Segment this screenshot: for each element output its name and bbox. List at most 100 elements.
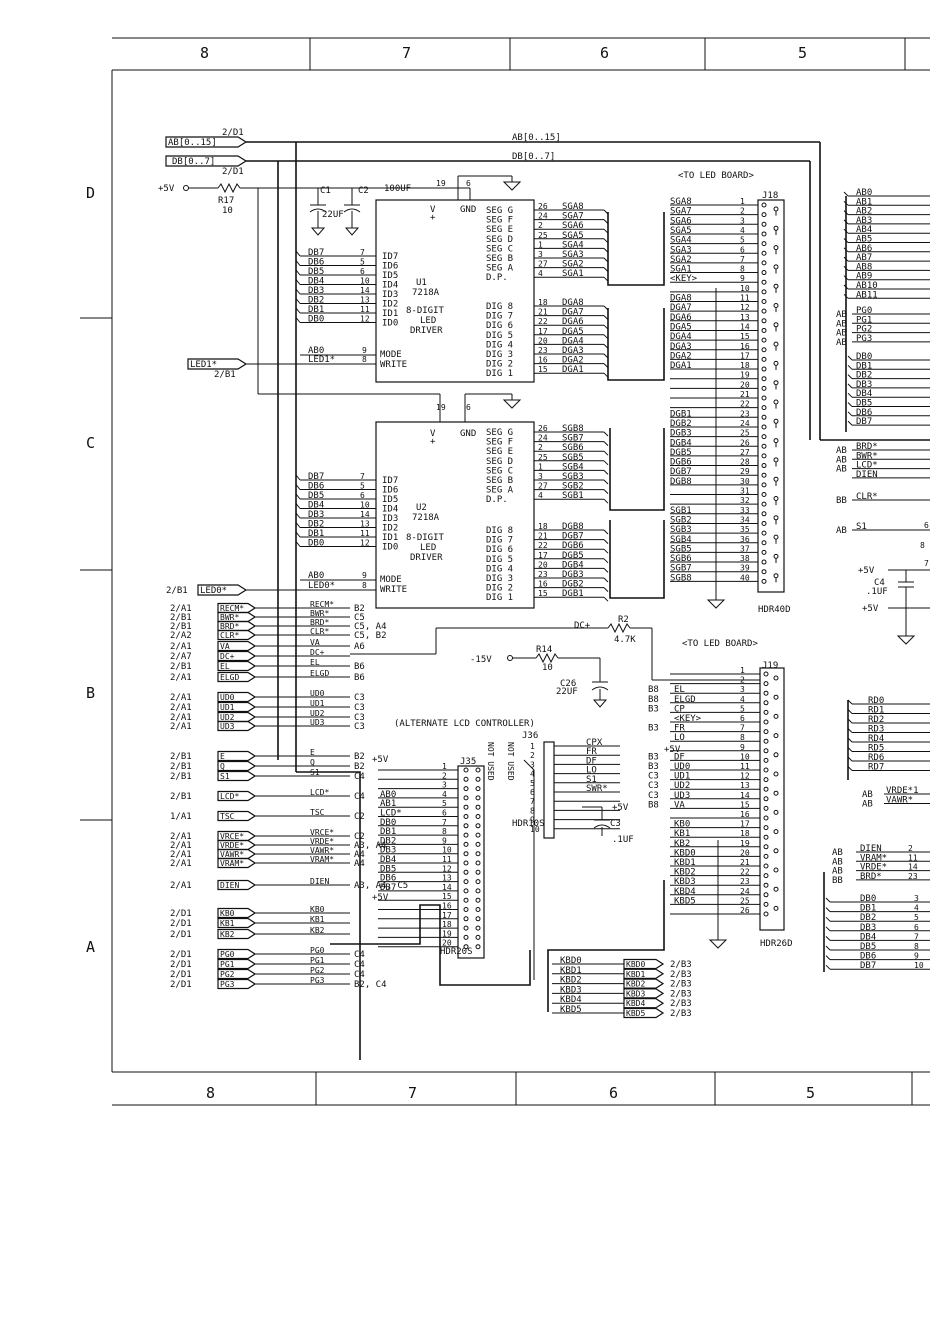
j19-ref-tag: B3 (648, 762, 659, 772)
left-signal-ref: 2/A1 (170, 859, 192, 869)
left-signal-dest: C5, B2 (354, 631, 387, 641)
right-ab-net: AB7 (856, 253, 872, 263)
j35-pin-num: 8 (442, 827, 447, 836)
u1-dig-num: 15 (538, 365, 548, 374)
left-signal-port: UD2 (220, 713, 235, 722)
zone-left-B: B (86, 684, 95, 702)
left-signal-port: EL (220, 662, 230, 671)
u1-dig-pin: DIG 6 (486, 321, 513, 331)
right-bctl-net: VRDE* (860, 863, 887, 873)
j19-pin-num: 26 (740, 906, 750, 915)
left-signal-port: KB2 (220, 930, 235, 939)
left-signal-net: BRD* (310, 618, 329, 627)
left-signal-port: S1 (220, 772, 230, 781)
j18-pin-num: 38 (740, 554, 750, 563)
u2-id-num: 5 (360, 482, 365, 491)
j19-net: KBD4 (674, 887, 696, 897)
right-bctl-num: 2 (908, 844, 913, 853)
u2-dig-net: DGB3 (562, 570, 584, 580)
u2-mode-pin: MODE (380, 575, 402, 585)
u2-seg-num: 26 (538, 424, 548, 433)
j19-pin-num: 8 (740, 733, 745, 742)
j18-net: DGA4 (670, 332, 692, 342)
u2-seg-pin: D.P. (486, 495, 508, 505)
r17-ref: R17 (218, 196, 234, 206)
to-led-board-label-2: <TO LED BOARD> (682, 639, 758, 649)
u2-id-pin: ID0 (382, 543, 398, 553)
right-bctl-net: BRD* (860, 872, 882, 882)
r14-value: 10 (542, 663, 553, 673)
right-ctl-pre: AB (836, 465, 847, 475)
left-signal-port: BRD* (220, 622, 239, 631)
u1-seg-num: 24 (538, 212, 548, 221)
j19-pin-num: 17 (740, 820, 750, 829)
u1-seg-net: SGA2 (562, 260, 584, 270)
db-bus-line-label: DB[0..7] (512, 152, 555, 162)
u2-dig-num: 21 (538, 532, 548, 541)
u2-id-num: 12 (360, 539, 370, 548)
u1-id-pin: ID2 (382, 300, 398, 310)
u2-seg-net: SGB5 (562, 453, 584, 463)
j19-pin-num: 2 (740, 676, 745, 685)
r17-value: 10 (222, 206, 233, 216)
zone-top-7: 7 (402, 44, 411, 62)
kbd-net: KBD4 (560, 995, 582, 1005)
u1-id-pin: ID0 (382, 319, 398, 329)
right-ab-net: AB4 (856, 225, 872, 235)
j19-vcc: +5V (664, 745, 681, 755)
u1-dig-pin: DIG 4 (486, 340, 513, 350)
left-signal-net: CLR* (310, 627, 329, 636)
vcc-label-top: +5V (158, 184, 175, 194)
u2-seg-net: SGB3 (562, 472, 584, 482)
right-rd-net: RD2 (868, 715, 884, 725)
j19-pin-num: 16 (740, 810, 750, 819)
u1-id-num: 7 (360, 248, 365, 257)
zone-top-6: 6 (600, 44, 609, 62)
j18-pin-num: 3 (740, 216, 745, 225)
right-bdb-net: DB4 (860, 932, 876, 942)
j18-net: DGB3 (670, 429, 692, 439)
j19-pin-num: 23 (740, 877, 750, 886)
u1-dig-num: 22 (538, 317, 548, 326)
ab-bus-line-label: AB[0..15] (512, 133, 561, 143)
j19-ref-tag: B3 (648, 704, 659, 714)
right-bctl-pre: AB (832, 857, 843, 867)
u2-seg-num: 1 (538, 462, 543, 471)
u1-seg-pin: SEG E (486, 225, 513, 235)
u1-dig-net: DGA4 (562, 336, 584, 346)
drawing-frame (80, 37, 930, 1106)
left-signal-net: VRAM* (310, 855, 334, 864)
zone-left-D: D (86, 184, 95, 202)
left-signal-port: PG0 (220, 950, 235, 959)
u2-mode-num: 9 (362, 571, 367, 580)
u2-dig-num: 22 (538, 541, 548, 550)
j18-pin-num: 5 (740, 236, 745, 245)
zone-bottom-6: 6 (609, 1084, 618, 1102)
u1-pin-gnd: GND (460, 205, 476, 215)
right-pg-net: PG1 (856, 315, 872, 325)
right-bdb-net: DB1 (860, 904, 876, 914)
right-ab-net: AB0 (856, 188, 872, 198)
j36-pin-num: 10 (530, 825, 540, 834)
u1-id-num: 10 (360, 277, 370, 286)
j35-pin-num: 9 (442, 836, 447, 845)
right-bdb-num: 8 (914, 942, 919, 951)
u1-id-num: 12 (360, 315, 370, 324)
j36-net: LO (586, 766, 597, 776)
u1-seg-pin: D.P. (486, 273, 508, 283)
left-signal-dest: C3 (354, 693, 365, 703)
u1-top-pin-2: 6 (466, 179, 471, 188)
u1-id-net: DB5 (308, 267, 324, 277)
right-bdb-net: DB2 (860, 913, 876, 923)
j35-pin-num: 5 (442, 799, 447, 808)
right-ctl-pre: AB (836, 446, 847, 456)
u1-dig-pin: DIG 3 (486, 350, 513, 360)
kbd-ref: 2/B3 (670, 970, 692, 980)
j19-net: UD3 (674, 791, 690, 801)
right-c4-value: .1UF (866, 587, 888, 597)
j18-pin-num: 19 (740, 371, 750, 380)
j19-pin-num: 18 (740, 829, 750, 838)
right-db-net: DB7 (856, 417, 872, 427)
